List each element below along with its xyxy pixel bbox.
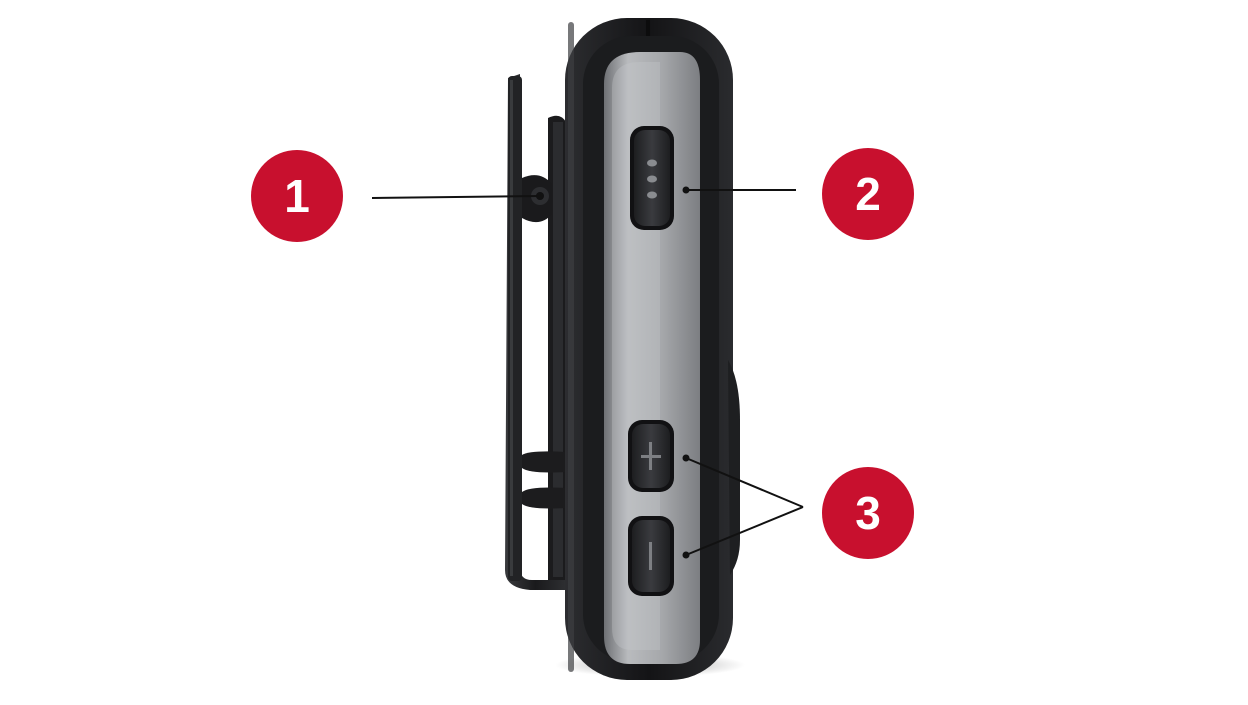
callout-1: 1 [251, 150, 343, 242]
dots-icon [647, 159, 657, 199]
callout-1-label: 1 [284, 170, 310, 222]
callout-2-label: 2 [855, 168, 881, 220]
belt-clip [505, 74, 566, 590]
leader-dots [536, 186, 690, 559]
minus-icon [649, 542, 652, 570]
leader-line-1 [371, 195, 541, 199]
callout-3: 3 [822, 467, 914, 559]
callout-3-label: 3 [855, 487, 881, 539]
plus-icon [641, 442, 661, 470]
multifunction-button[interactable] [630, 126, 674, 230]
callout-2: 2 [822, 148, 914, 240]
leader-line-3a [685, 457, 804, 508]
volume-down-button[interactable] [628, 516, 674, 596]
leader-line-3b [685, 506, 804, 556]
volume-up-button[interactable] [628, 420, 674, 492]
leader-lines [371, 189, 804, 556]
